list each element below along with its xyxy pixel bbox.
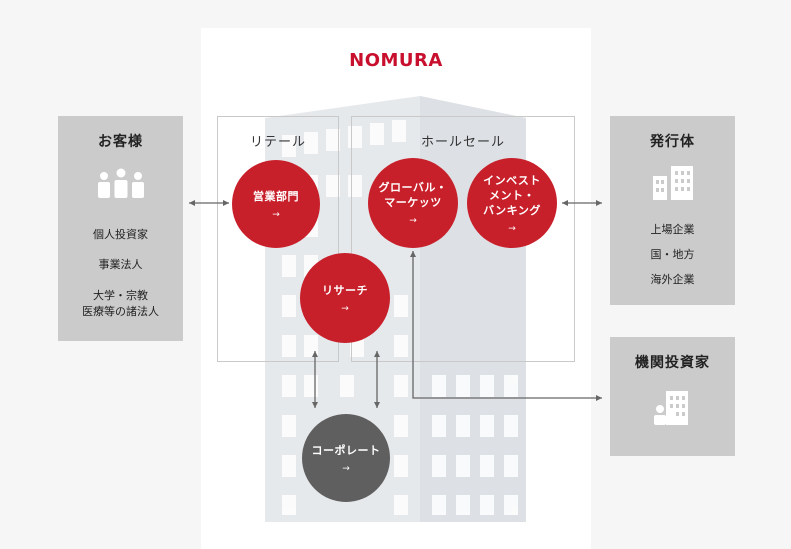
arrow-right-icon: → xyxy=(272,209,280,220)
institutional-title: 機関投資家 xyxy=(635,355,710,371)
issuers-panel: 発行体 上場企業 国・地方 海外企業 xyxy=(610,116,735,305)
buildings-icon xyxy=(653,166,693,200)
research-label: リサーチ xyxy=(322,283,368,297)
clients-panel: お客様 個人投資家 事業法人 大学・宗教 医療等の諸法人 xyxy=(58,116,183,341)
arrow-right-icon: → xyxy=(342,463,350,474)
global-markets-node[interactable]: グローバル・ マーケッツ → xyxy=(368,158,458,248)
clients-item-individual: 個人投資家 xyxy=(93,228,148,241)
clients-item-institutions: 大学・宗教 医療等の諸法人 xyxy=(82,289,159,318)
wholesale-label: ホールセール xyxy=(420,135,505,150)
arrow-right-icon: → xyxy=(409,216,417,226)
clients-item-corporate: 事業法人 xyxy=(98,258,143,271)
retail-label: リテール xyxy=(249,135,306,150)
clients-title: お客様 xyxy=(98,134,143,150)
sales-node[interactable]: 営業部門 → xyxy=(232,160,320,248)
arrow-right-icon: → xyxy=(341,303,349,314)
issuers-item-listed: 上場企業 xyxy=(650,223,695,236)
research-node[interactable]: リサーチ → xyxy=(300,253,390,343)
sales-label: 営業部門 xyxy=(253,189,299,203)
corporate-node[interactable]: コーポレート → xyxy=(302,414,390,502)
investment-banking-node[interactable]: インベスト メント・ バンキング → xyxy=(467,158,557,248)
global-markets-label: グローバル・ マーケッツ xyxy=(378,181,448,209)
corporate-label: コーポレート xyxy=(311,443,381,457)
issuers-item-government: 国・地方 xyxy=(650,248,695,261)
investment-banking-label: インベスト メント・ バンキング xyxy=(483,173,541,217)
people-icon xyxy=(98,168,144,198)
retail-box: リテール xyxy=(217,116,339,362)
building-person-icon xyxy=(654,391,688,425)
arrow-right-icon: → xyxy=(508,223,516,234)
institutional-panel: 機関投資家 xyxy=(610,337,735,456)
nomura-logo: NOMURA xyxy=(349,50,443,71)
issuers-item-overseas: 海外企業 xyxy=(650,273,695,286)
issuers-title: 発行体 xyxy=(650,134,695,150)
